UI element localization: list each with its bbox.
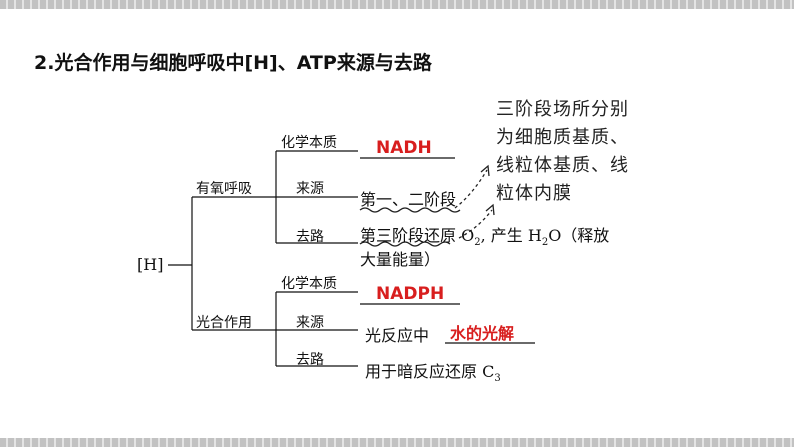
aerobic-chem-answer: NADH <box>376 138 432 158</box>
wavy-underline <box>359 207 461 213</box>
photo-source-prefix: 光反应中 <box>365 326 430 345</box>
page-title: 2.光合作用与细胞呼吸中[H]、ATP来源与去路 <box>34 52 432 74</box>
root-label: [H] <box>137 255 164 274</box>
photo-source-answer: 水的光解 <box>450 324 515 343</box>
aerobic-label: 有氧呼吸 <box>196 181 252 197</box>
aerobic-chem-label: 化学本质 <box>281 135 337 151</box>
photo-sink-value: 用于暗反应还原 C3 <box>365 362 501 385</box>
aerobic-sink-label: 去路 <box>296 229 324 245</box>
top-decorative-bar <box>0 0 794 9</box>
annotation-line-3: 线粒体基质、线 <box>496 155 629 176</box>
bottom-decorative-bar <box>0 438 794 447</box>
photo-label: 光合作用 <box>196 315 252 331</box>
photo-source-label: 来源 <box>296 315 324 331</box>
handwritten-annotation: 三阶段场所分别 为细胞质基质、 线粒体基质、线 粒体内膜 <box>496 96 629 208</box>
photo-chem-answer: NADPH <box>376 284 445 304</box>
aerobic-source-value: 第一、二阶段 <box>360 190 457 209</box>
photo-chem-label: 化学本质 <box>281 276 337 292</box>
annotation-line-2: 为细胞质基质、 <box>496 127 629 148</box>
photo-sink-label: 去路 <box>296 352 324 368</box>
dashed-arrow-1 <box>454 169 488 209</box>
aerobic-sink-value-line2: 大量能量） <box>360 250 441 269</box>
annotation-line-4: 粒体内膜 <box>496 183 572 204</box>
annotation-line-1: 三阶段场所分别 <box>496 99 629 120</box>
aerobic-sink-value: 第三阶段还原 O2, 产生 H2O（释放 <box>360 226 610 249</box>
aerobic-source-label: 来源 <box>296 181 324 197</box>
